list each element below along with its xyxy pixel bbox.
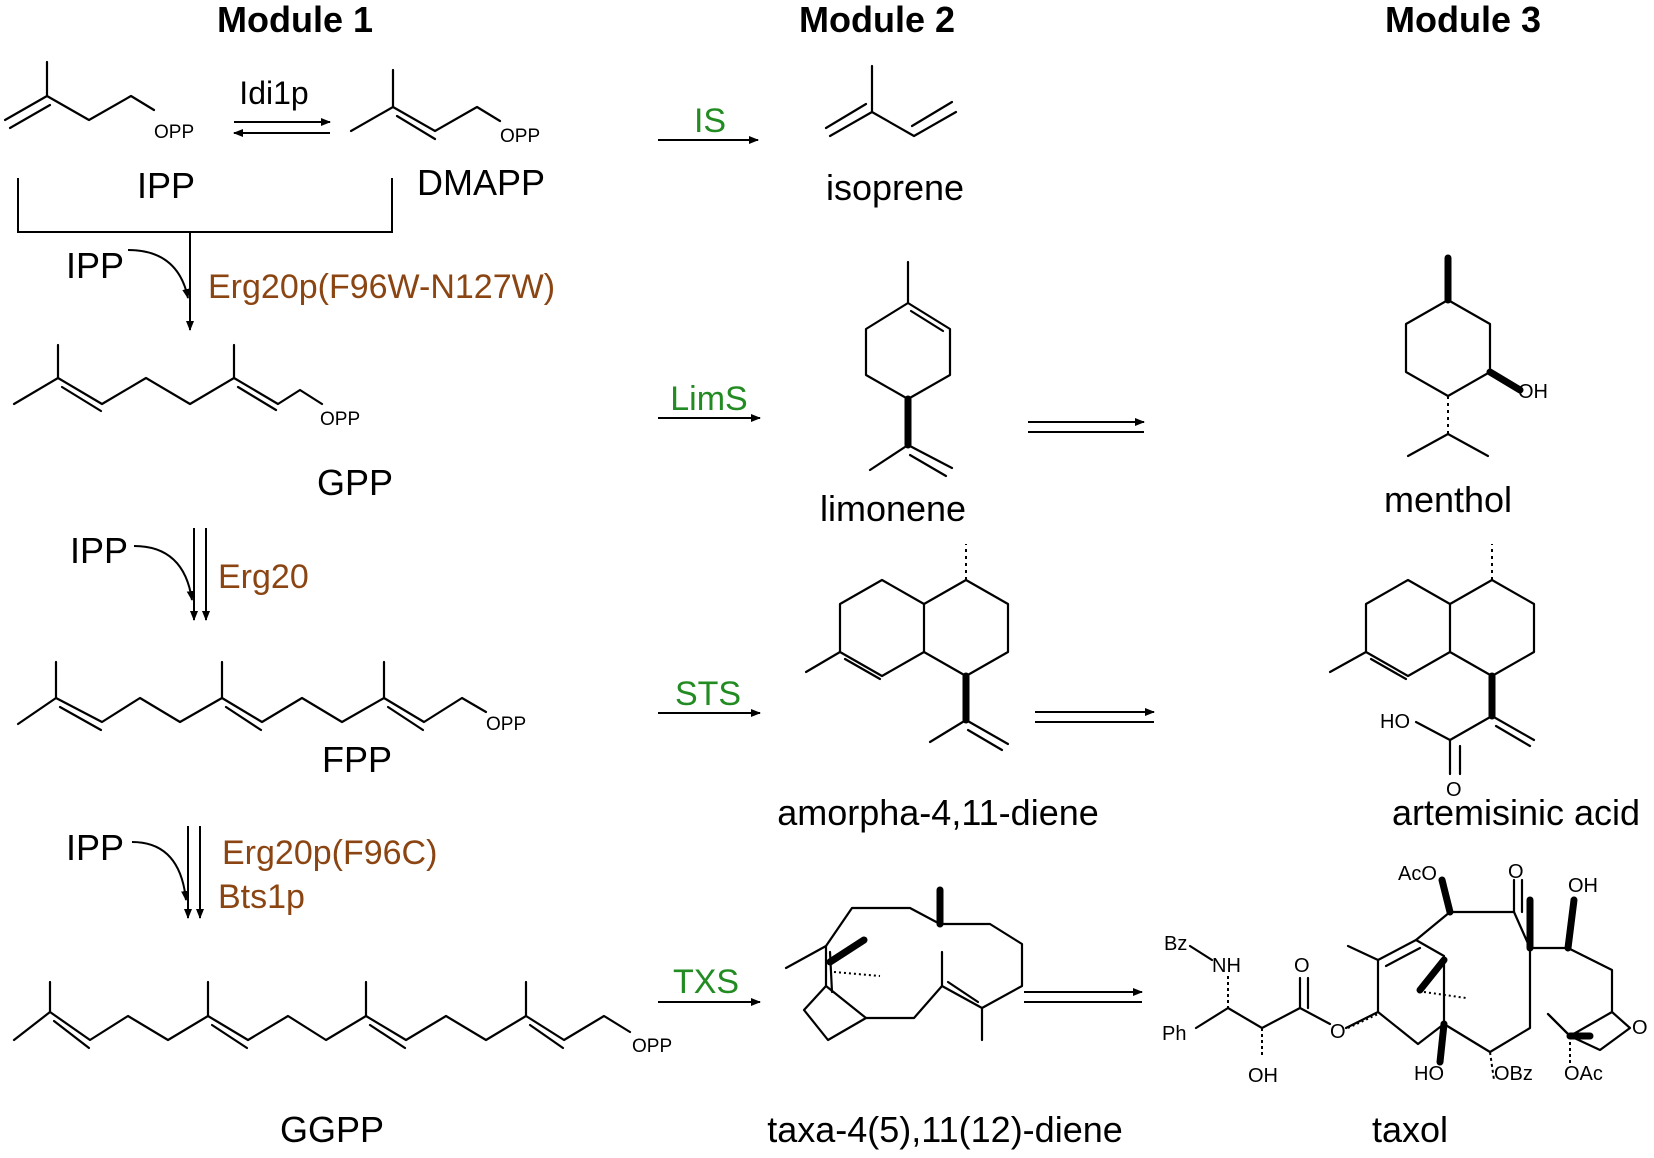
ggpp-structure: OPP: [12, 980, 672, 1057]
amorphadiene-structure: [804, 544, 1010, 752]
taxol-nh-label: NH: [1212, 955, 1241, 977]
menthol-label: menthol: [1384, 479, 1512, 520]
taxol-aco-label: AcO: [1398, 863, 1437, 885]
fpp-structure: OPP: [16, 660, 526, 735]
step-3-enzyme: Erg20p(F96C): [222, 834, 437, 872]
step-1-enzyme: Erg20p(F96W-N127W): [208, 268, 555, 306]
taxol-ester-o-label: O: [1294, 955, 1310, 977]
isomerase-label: Idi1p: [239, 75, 308, 111]
dmapp-opp-label: OPP: [500, 126, 540, 147]
taxol-label: taxol: [1372, 1109, 1448, 1150]
module-2-title: Module 2: [799, 0, 955, 40]
gpp-label: GPP: [317, 462, 393, 503]
gpp-structure: OPP: [12, 343, 360, 430]
isoprene-structure: [824, 64, 958, 138]
is-enzyme: IS: [694, 102, 726, 140]
taxol-side-oh-label: OH: [1248, 1065, 1278, 1087]
ipp-input-3: IPP: [66, 827, 124, 868]
limonene-label: limonene: [820, 488, 966, 529]
menthol-structure: OH: [1404, 254, 1548, 458]
taxol-ho-label: HO: [1414, 1063, 1444, 1085]
combine-bracket: [17, 178, 393, 233]
taxadiene-structure: [784, 886, 1024, 1042]
sts-enzyme: STS: [675, 675, 741, 713]
taxol-ph-label: Ph: [1162, 1023, 1186, 1045]
lims-enzyme: LimS: [670, 380, 747, 418]
ipp-opp-label: OPP: [154, 122, 194, 143]
artemisinic-o-label: O: [1446, 779, 1462, 801]
ipp-input-2: IPP: [70, 530, 128, 571]
module-3-title: Module 3: [1385, 0, 1541, 40]
taxadiene-label: taxa-4(5),11(12)-diene: [767, 1109, 1123, 1150]
ipp-label: IPP: [137, 165, 195, 206]
ipp-input-1: IPP: [66, 245, 124, 286]
taxol-obz-label: OBz: [1494, 1063, 1533, 1085]
taxol-ring-o-label: O: [1632, 1017, 1648, 1039]
taxol-bz-label: Bz: [1164, 933, 1187, 955]
taxol-ester-o2-label: O: [1330, 1021, 1346, 1043]
module-1-title: Module 1: [217, 0, 373, 40]
ipp-structure: OPP: [3, 60, 194, 143]
taxol-oac-label: OAc: [1564, 1063, 1603, 1085]
dmapp-label: DMAPP: [417, 162, 545, 203]
artemisinic-ho-label: HO: [1380, 711, 1410, 733]
menthol-oh-label: OH: [1518, 381, 1548, 403]
taxol-structure: Bz NH Ph OH O O O AcO OH HO OBz: [1162, 861, 1648, 1087]
ggpp-label: GGPP: [280, 1109, 384, 1150]
taxol-ketone-o-label: O: [1508, 861, 1524, 883]
step-3-enzyme-2: Bts1p: [218, 878, 305, 916]
fpp-opp-label: OPP: [486, 714, 526, 735]
isoprene-label: isoprene: [826, 167, 964, 208]
dmapp-structure: OPP: [349, 68, 540, 147]
ggpp-opp-label: OPP: [632, 1036, 672, 1057]
step-2-enzyme: Erg20: [218, 558, 309, 596]
gpp-opp-label: OPP: [320, 409, 360, 430]
txs-enzyme: TXS: [673, 963, 739, 1001]
fpp-label: FPP: [322, 739, 392, 780]
artemisinic-acid-structure: HO O: [1328, 544, 1536, 801]
artemisinic-acid-label: artemisinic acid: [1392, 792, 1640, 833]
limonene-structure: [864, 260, 954, 478]
taxol-top-oh-label: OH: [1568, 875, 1598, 897]
amorphadiene-label: amorpha-4,11-diene: [777, 792, 1099, 833]
